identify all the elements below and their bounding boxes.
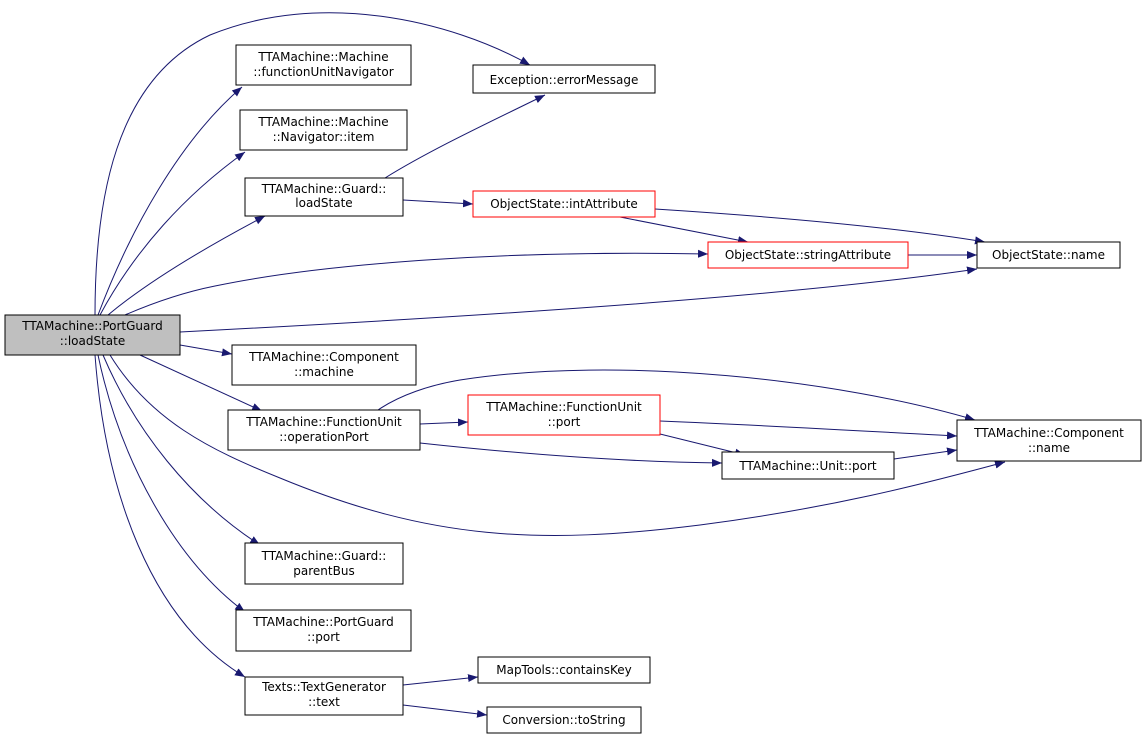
node-label-line: ::port [548,415,581,429]
node-label-line: ::loadState [60,334,126,348]
node-label-line: TTAMachine::Guard:: [261,549,387,563]
node-guard-loadstate[interactable]: TTAMachine::Guard:: loadState [244,177,404,217]
node-label-line: TTAMachine::Unit::port [738,459,876,473]
edge-guard-loadstate-to-exception-errormessage [384,94,546,179]
node-label-line: TTAMachine::Machine [257,115,388,129]
node-unit-port[interactable]: TTAMachine::Unit::port [721,451,895,480]
edge-objectstate-intattribute-to-objectstate-stringattribute [619,216,749,245]
node-conversion-tostring[interactable]: Conversion::toString [486,706,642,734]
node-label-line: MapTools::containsKey [496,663,632,677]
edge-objectstate-intattribute-to-objectstate-name [654,208,986,245]
edge-root-to-textgenerator-text [94,354,246,678]
node-label-line: TTAMachine::Component [973,426,1124,440]
edge-root-to-guard-parentbus [102,354,261,546]
node-machine-functionunitnavigator[interactable]: TTAMachine::Machine ::functionUnitNaviga… [235,44,412,86]
node-component-machine[interactable]: TTAMachine::Component ::machine [231,344,417,386]
node-label-line: ::functionUnitNavigator [253,65,393,79]
edge-root-to-objectstate-stringattribute [124,249,709,316]
node-label-line: ::Navigator::item [273,130,375,144]
edge-root-to-component-name [109,354,1006,536]
edge-functionunit-port-to-component-name [659,420,958,440]
edge-unit-port-to-component-name [893,447,958,460]
node-functionunit-port[interactable]: TTAMachine::FunctionUnit ::port [467,394,661,436]
node-portguard-port[interactable]: TTAMachine::PortGuard ::port [235,609,412,652]
node-label-line: TTAMachine::FunctionUnit [485,400,642,414]
node-label-line: TTAMachine::Guard:: [261,182,387,196]
edge-root-to-component-machine [179,344,233,357]
edge-root-to-fu-navigator [97,86,243,316]
node-label-line: TTAMachine::PortGuard [21,319,162,333]
node-label-line: ::name [1028,441,1070,455]
edge-functionunit-operationport-to-component-name [377,369,976,421]
edge-root-to-objectstate-name [179,266,978,333]
node-objectstate-intattribute[interactable]: ObjectState::intAttribute [472,190,656,218]
node-portguard-loadstate[interactable]: TTAMachine::PortGuard ::loadState [4,314,181,356]
node-guard-parentbus[interactable]: TTAMachine::Guard:: parentBus [244,542,404,585]
edge-textgenerator-text-to-maptools-containskey [402,674,479,686]
node-label-line: Texts::TextGenerator [261,680,386,694]
node-label-line: TTAMachine::Machine [257,50,388,64]
nodes-layer: TTAMachine::PortGuard ::loadState TTAMac… [4,44,1142,734]
node-label-line: TTAMachine::Component [248,350,399,364]
edge-root-to-portguard-port [97,354,246,613]
node-label-line: ::machine [294,365,354,379]
node-label-line: parentBus [293,564,354,578]
node-label-line: Exception::errorMessage [490,73,639,87]
edge-root-to-exception-errormessage [94,12,531,316]
edge-guard-loadstate-to-objectstate-intattribute [402,199,474,208]
node-label-line: ObjectState::stringAttribute [725,248,891,262]
edge-root-to-functionunit-operationport [139,354,263,412]
node-functionunit-operationport[interactable]: TTAMachine::FunctionUnit ::operationPort [227,409,421,451]
edges-layer [94,12,1006,718]
node-label-line: TTAMachine::PortGuard [252,615,393,629]
node-label-line: ::port [307,630,340,644]
node-textgenerator-text[interactable]: Texts::TextGenerator ::text [244,676,404,716]
node-label-line: Conversion::toString [502,713,625,727]
node-label-line: TTAMachine::FunctionUnit [245,415,402,429]
edge-root-to-navigator-item [99,151,246,316]
node-label-line: ::operationPort [279,430,369,444]
edge-textgenerator-text-to-conversion-tostring [402,704,488,718]
node-maptools-containskey[interactable]: MapTools::containsKey [477,656,651,684]
node-component-name[interactable]: TTAMachine::Component ::name [956,419,1142,462]
edge-root-to-guard-loadstate [107,215,266,316]
node-label-line: ObjectState::name [992,248,1105,262]
node-machine-navigator-item[interactable]: TTAMachine::Machine ::Navigator::item [239,109,408,151]
node-objectstate-stringattribute[interactable]: ObjectState::stringAttribute [707,241,909,269]
edge-functionunit-operationport-to-functionunit-port [419,418,469,427]
edge-functionunit-operationport-to-unit-port [419,442,723,467]
node-objectstate-name[interactable]: ObjectState::name [976,241,1121,269]
node-exception-errormessage[interactable]: Exception::errorMessage [472,64,656,94]
node-label-line: loadState [295,196,352,210]
node-label-line: ::text [308,695,340,709]
node-label-line: ObjectState::intAttribute [490,197,638,211]
